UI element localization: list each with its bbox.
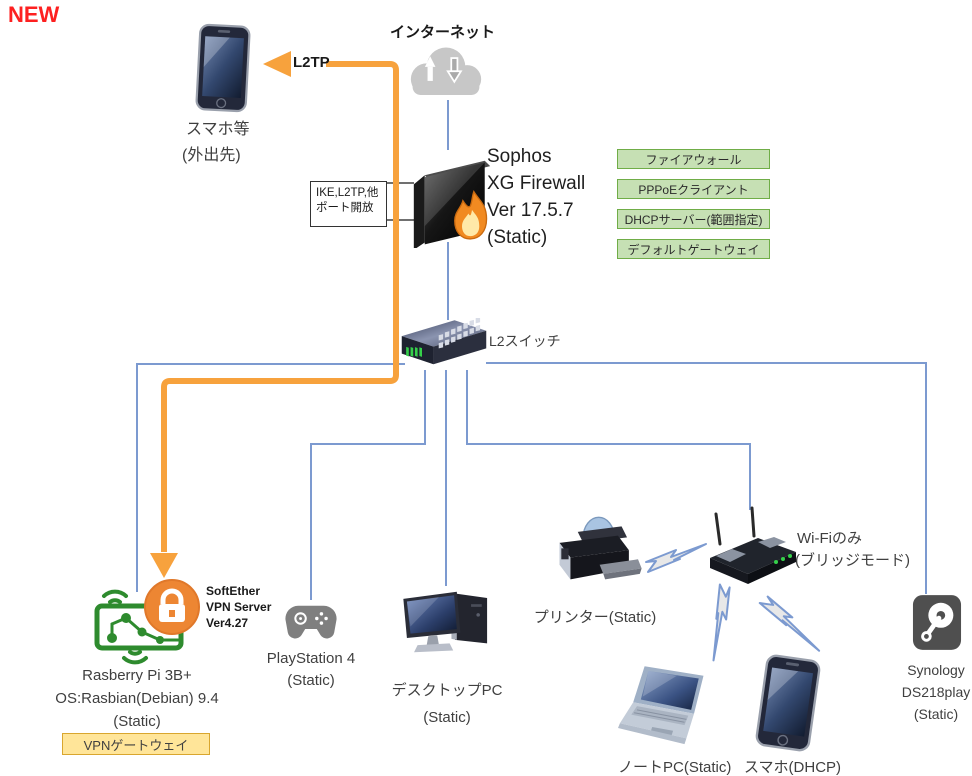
new-badge: NEW	[8, 2, 60, 27]
nas-line1: Synology	[907, 662, 965, 678]
desktop-pc-label: デスクトップPC (Static)	[387, 677, 507, 731]
nas-icon	[912, 595, 962, 650]
raspberry-pi-label: Rasberry Pi 3B+ OS:Rasbian(Debian) 9.4 (…	[17, 664, 257, 733]
laptop-label: ノートPC(Static)	[618, 759, 732, 776]
firewall-feature-badge: デフォルトゲートウェイ	[617, 239, 770, 259]
smartphone-remote-icon	[195, 23, 251, 113]
l2-switch-icon	[401, 318, 487, 365]
nas-line3: (Static)	[913, 706, 959, 722]
softether-line1: SoftEther	[206, 584, 260, 598]
firewall-line2: XG Firewall	[487, 173, 586, 194]
link-switch-router	[466, 370, 751, 510]
desktop-line1: デスクトップPC	[391, 682, 503, 699]
playstation-icon	[285, 605, 337, 639]
wifi-router-label: Wi-Fiのみ	[797, 530, 862, 547]
ps4-line2: (Static)	[287, 672, 335, 689]
nas-label: Synology DS218play (Static)	[896, 659, 972, 725]
firewall-feature-badge: ファイアウォール	[617, 149, 770, 169]
switch-ports	[438, 318, 481, 349]
vpn-lock-icon	[144, 579, 200, 635]
lan-phone-label: スマホ(DHCP)	[744, 759, 842, 776]
internet-cloud-icon	[410, 47, 482, 95]
softether-label: SoftEther VPN Server Ver4.27	[206, 583, 271, 631]
port-note-line1: IKE,L2TP,他	[316, 187, 379, 199]
firewall-icon	[413, 160, 491, 248]
raspi-line3: (Static)	[113, 713, 161, 730]
firewall-line1: Sophos	[487, 146, 552, 167]
port-note-line2: ポート開放	[316, 202, 374, 214]
ps4-line1: PlayStation 4	[266, 650, 356, 667]
port-note: IKE,L2TP,他 ポート開放	[310, 181, 387, 227]
softether-line2: VPN Server	[206, 600, 272, 614]
firewall-feature-badge: DHCPサーバー(範囲指定)	[617, 209, 770, 229]
wifi-router-mode-label: (ブリッジモード)	[795, 552, 910, 569]
switch-leds	[406, 346, 422, 357]
vpn-arrowhead-down	[150, 553, 178, 578]
switch-label: L2スイッチ	[489, 333, 561, 349]
cloud-up-arrow	[424, 56, 436, 81]
l2tp-label: L2TP	[293, 54, 330, 71]
bolt-router-phone	[758, 595, 821, 652]
softether-line3: Ver4.27	[206, 616, 249, 630]
firewall-label: Sophos XG Firewall Ver 17.5.7 (Static)	[487, 143, 585, 251]
remote-phone-location: (外出先)	[182, 147, 241, 164]
bolt-router-laptop	[712, 583, 731, 662]
desktop-pc-icon	[403, 591, 488, 653]
desktop-line2: (Static)	[423, 709, 471, 726]
vpn-arrowhead-left	[263, 51, 291, 77]
firewall-line4: (Static)	[487, 227, 548, 248]
smartphone-lan-icon	[755, 654, 821, 752]
link-switch-ps4	[310, 370, 426, 600]
playstation-label: PlayStation 4 (Static)	[251, 648, 371, 692]
firewall-line3: Ver 17.5.7	[487, 200, 574, 221]
remote-phone-label: スマホ等	[186, 121, 250, 138]
bolt-printer-router	[645, 543, 707, 573]
vpn-path	[161, 61, 399, 552]
link-switch-nas	[486, 362, 927, 594]
raspi-line2: OS:Rasbian(Debian) 9.4	[55, 690, 219, 707]
internet-label: インターネット	[390, 24, 496, 41]
printer-icon	[559, 516, 642, 580]
vpn-gateway-badge: VPNゲートウェイ	[62, 733, 210, 755]
laptop-icon	[618, 666, 704, 745]
flame-icon	[454, 190, 488, 240]
wifi-bolts	[645, 543, 821, 662]
printer-label: プリンター(Static)	[533, 609, 657, 626]
firewall-feature-badge: PPPoEクライアント	[617, 179, 770, 199]
link-switch-raspi	[136, 363, 405, 592]
raspi-line1: Rasberry Pi 3B+	[82, 667, 192, 684]
wifi-router-icon	[710, 506, 796, 584]
nas-line2: DS218play	[901, 684, 971, 700]
cloud-down-arrow	[446, 57, 463, 84]
